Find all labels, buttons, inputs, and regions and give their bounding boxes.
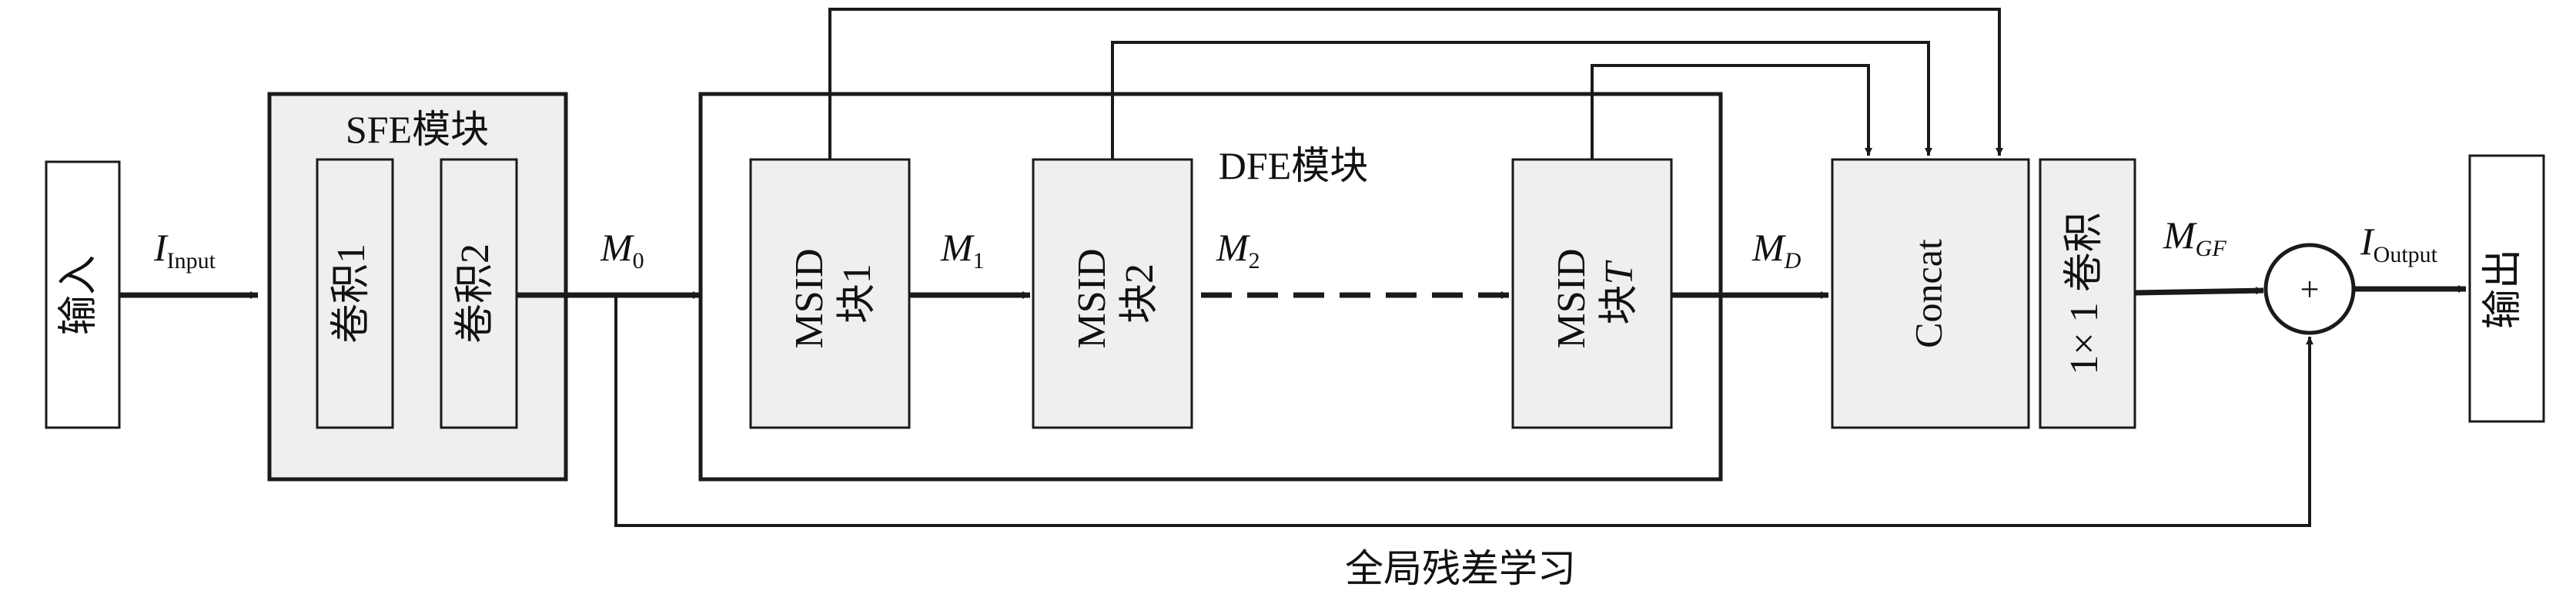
sfe-module bbox=[267, 92, 568, 482]
conv1x1-box bbox=[2039, 158, 2136, 429]
label-i-output: IOutput bbox=[2360, 220, 2438, 267]
concat-box bbox=[1831, 158, 2030, 429]
sfe-conv2-box bbox=[440, 158, 518, 429]
sfe-conv1-box bbox=[316, 158, 394, 429]
sfe-conv1-label: 卷积1 bbox=[330, 243, 373, 344]
global-residual-label: 全局残差学习 bbox=[1345, 547, 1576, 590]
concat-label: Concat bbox=[1906, 239, 1949, 348]
label-i-input: IInput bbox=[153, 226, 216, 274]
output-label: 输出 bbox=[2481, 249, 2525, 329]
skip-block2-to-concat bbox=[1111, 41, 1932, 159]
label-m0: M0 bbox=[600, 226, 644, 274]
msid-block-1-label: MSID 块1 bbox=[788, 238, 879, 348]
label-mgf: MGF bbox=[2163, 213, 2226, 261]
sfe-conv2-label: 卷积2 bbox=[453, 243, 497, 344]
main-flow bbox=[119, 285, 2466, 299]
msid-block-t-label: MSID 块T bbox=[1550, 238, 1641, 348]
msid-block-2-label: MSID 块2 bbox=[1070, 238, 1162, 348]
label-m1: M1 bbox=[940, 226, 985, 274]
skip-connections bbox=[828, 8, 2003, 159]
label-md: MD bbox=[1751, 226, 1802, 274]
global-residual-path bbox=[614, 295, 2313, 527]
msid-block-2 bbox=[1032, 158, 1193, 429]
skip-blockt-to-concat bbox=[1591, 64, 1872, 159]
input-label: 输入 bbox=[57, 255, 101, 335]
input-box bbox=[45, 160, 121, 429]
msid-block-1 bbox=[749, 158, 911, 429]
sfe-title: SFE模块 bbox=[346, 108, 489, 151]
label-m2: M2 bbox=[1216, 226, 1260, 274]
arrow-conv-to-sum bbox=[2134, 287, 2264, 296]
skip-block1-to-concat bbox=[828, 8, 2003, 159]
conv1x1-label: 1× 1 卷积 bbox=[2062, 212, 2106, 374]
dfe-title: DFE模块 bbox=[1219, 144, 1368, 187]
sum-symbol: + bbox=[2300, 270, 2320, 308]
output-box bbox=[2468, 154, 2545, 423]
msid-block-t bbox=[1511, 158, 1673, 429]
